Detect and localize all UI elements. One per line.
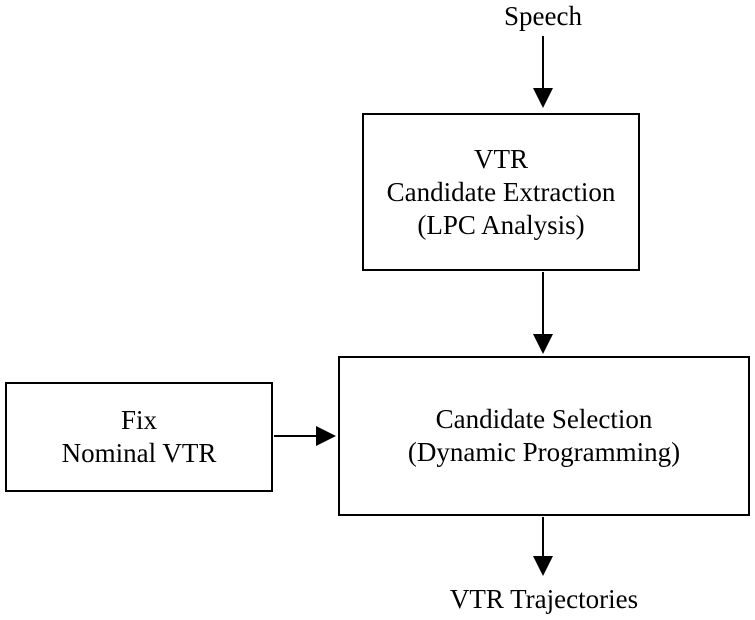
output-label-vtr-trajectories: VTR Trajectories [449,584,639,614]
extraction-line-3: (LPC Analysis) [417,209,585,240]
input-label-speech: Speech [504,1,582,31]
candidate-extraction-box: VTR Candidate Extraction (LPC Analysis) [362,113,640,271]
candidate-selection-box: Candidate Selection (Dynamic Programming… [338,356,750,516]
fix-line-2: Nominal VTR [61,438,217,468]
fix-nominal-vtr-box: Fix Nominal VTR [5,382,273,492]
selection-line-2: (Dynamic Programming) [407,437,681,467]
arrow-speech-to-extraction [533,36,553,108]
fix-line-1: Fix [120,405,158,435]
extraction-line-1: VTR [474,143,528,174]
extraction-line-2: Candidate Extraction [386,176,616,207]
arrow-fix-to-selection [274,426,336,446]
arrow-selection-to-output [533,517,553,576]
selection-line-1: Candidate Selection [435,404,653,434]
arrow-extraction-to-selection [533,272,553,354]
